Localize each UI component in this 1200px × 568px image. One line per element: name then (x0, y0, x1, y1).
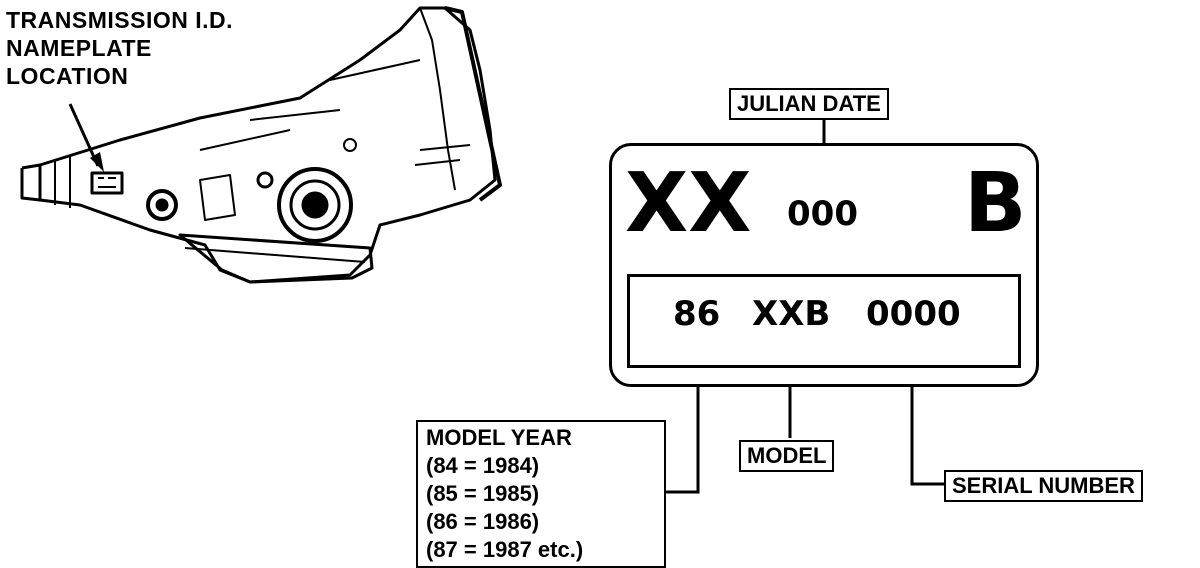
transmission-illustration (20, 6, 502, 284)
model-label: MODEL (739, 440, 835, 472)
nameplate-location-callout: TRANSMISSION I.D. NAMEPLATE LOCATION (6, 6, 233, 90)
plate-model-year-code: 86 (673, 294, 721, 334)
model-year-legend-row: (84 = 1984) (426, 453, 540, 478)
nameplate-location-arrow (68, 103, 104, 172)
callout-line-3: LOCATION (6, 63, 129, 89)
model-year-legend-row: (85 = 1985) (426, 481, 540, 506)
callout-line-2: NAMEPLATE (6, 35, 152, 61)
model-year-legend-row: (87 = 1987 etc.) (426, 537, 584, 562)
plate-top-right-code: B (964, 156, 1027, 251)
plate-serial-code: 0000 (866, 294, 961, 334)
plate-top-left-code: XX (625, 156, 752, 251)
model-year-legend-title: MODEL YEAR (426, 425, 572, 450)
julian-date-label: JULIAN DATE (729, 88, 889, 120)
serial-number-label: SERIAL NUMBER (944, 470, 1143, 502)
model-year-legend: MODEL YEAR (84 = 1984) (85 = 1985) (86 =… (416, 420, 666, 568)
plate-model-code: XXB (752, 294, 831, 334)
model-year-legend-row: (86 = 1986) (426, 509, 540, 534)
nameplate-inner (627, 274, 1021, 368)
plate-julian-code: 000 (787, 194, 858, 234)
callout-line-1: TRANSMISSION I.D. (6, 7, 234, 33)
